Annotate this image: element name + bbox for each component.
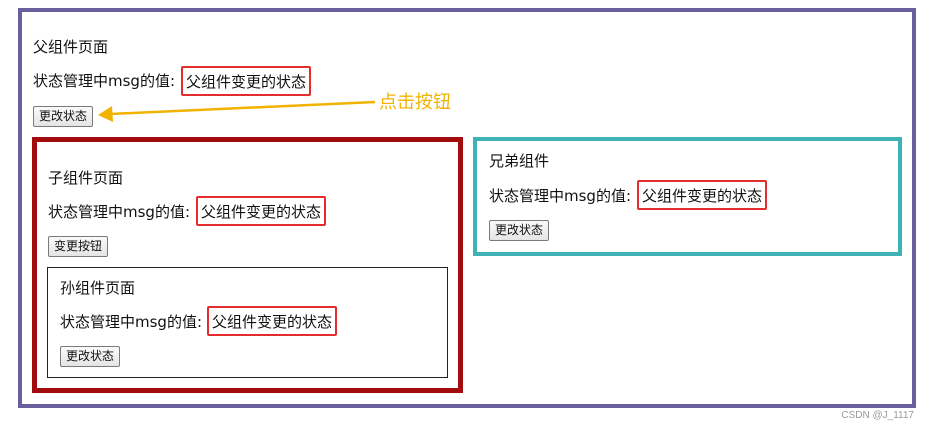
parent-change-state-button[interactable]: 更改状态 — [33, 106, 94, 127]
sibling-component-frame — [473, 137, 902, 256]
child-change-button[interactable]: 变更按钮 — [48, 236, 109, 257]
child-msg-label: 状态管理中msg的值: — [48, 203, 191, 221]
watermark: CSDN @J_1117 — [841, 410, 914, 421]
grandchild-component-title: 孙组件页面 — [60, 279, 136, 297]
grandchild-msg-value: 父组件变更的状态 — [207, 306, 338, 336]
grandchild-msg-label: 状态管理中msg的值: — [60, 313, 203, 331]
parent-msg-label: 状态管理中msg的值: — [33, 72, 176, 90]
parent-msg-value: 父组件变更的状态 — [181, 66, 312, 96]
child-component-frame — [32, 137, 463, 393]
annotation-click-button: 点击按钮 — [379, 92, 451, 113]
sibling-change-state-button[interactable]: 更改状态 — [489, 220, 550, 241]
grandchild-component-frame — [47, 267, 448, 378]
sibling-msg-label: 状态管理中msg的值: — [489, 187, 632, 205]
child-msg-value: 父组件变更的状态 — [196, 196, 327, 226]
child-component-title: 子组件页面 — [48, 169, 124, 187]
parent-component-frame — [18, 8, 916, 408]
grandchild-change-state-button[interactable]: 更改状态 — [60, 346, 121, 367]
sibling-msg-value: 父组件变更的状态 — [637, 180, 768, 210]
annotation-arrow-icon — [98, 100, 376, 122]
parent-component-title: 父组件页面 — [33, 38, 109, 56]
sibling-component-title: 兄弟组件 — [489, 152, 550, 170]
